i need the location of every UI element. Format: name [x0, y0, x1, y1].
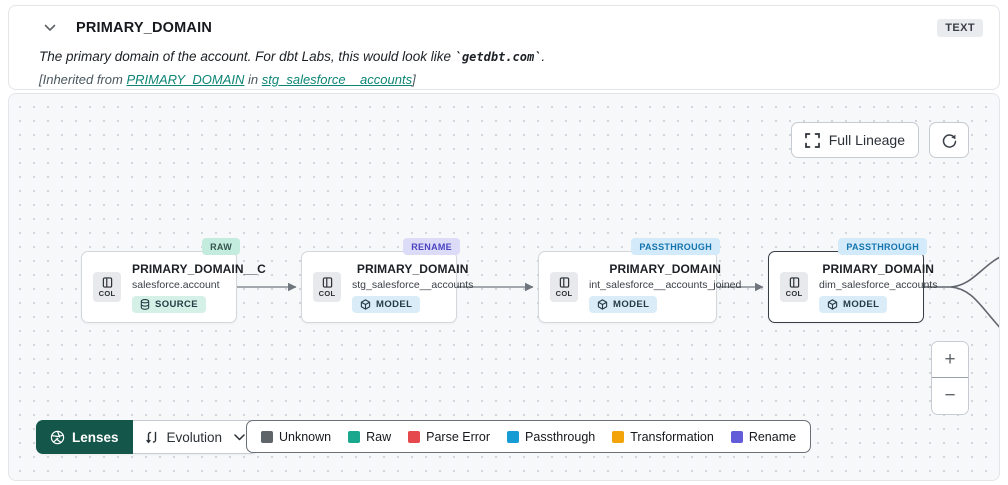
- resource-type-badge: SOURCE: [132, 295, 207, 313]
- canvas-toolbar: Full Lineage: [790, 122, 969, 158]
- column-description: The primary domain of the account. For d…: [39, 49, 983, 64]
- legend-swatch: [730, 430, 743, 443]
- lineage-canvas[interactable]: Full Lineage RAW COL PRIMARY_DOMAIN__C: [8, 93, 1000, 481]
- zoom-in-button[interactable]: +: [932, 342, 968, 378]
- legend-swatch: [612, 430, 625, 443]
- resource-type-label: SOURCE: [155, 298, 199, 310]
- col-chip-label: COL: [318, 288, 336, 298]
- col-chip-label: COL: [785, 288, 803, 298]
- status-badge: RAW: [202, 238, 240, 255]
- col-chip-label: COL: [98, 288, 116, 298]
- description-suffix: .: [541, 49, 546, 64]
- legend-item-parse-error: Parse Error: [408, 430, 490, 444]
- legend-label: Rename: [748, 429, 797, 444]
- legend-label: Passthrough: [525, 429, 596, 444]
- column-header-row: PRIMARY_DOMAIN TEXT: [23, 16, 983, 40]
- inherited-suffix: ]: [412, 72, 416, 87]
- column-details-card: PRIMARY_DOMAIN TEXT The primary domain o…: [8, 5, 1000, 90]
- node-model-name: stg_salesforce__accounts: [352, 278, 474, 291]
- legend-swatch: [348, 430, 361, 443]
- lenses-label: Lenses: [72, 429, 119, 445]
- lineage-node-int-salesforce-accounts-joined[interactable]: PASSTHROUGH COL PRIMARY_DOMAIN int_sales…: [538, 238, 741, 323]
- node-model-name: salesforce.account: [132, 278, 220, 291]
- column-type-badge: TEXT: [937, 19, 983, 37]
- legend-item-transformation: Transformation: [612, 430, 714, 444]
- inherited-from-line: [Inherited from PRIMARY_DOMAIN in stg_sa…: [39, 72, 983, 87]
- resource-type-label: MODEL: [613, 298, 650, 310]
- evolution-icon: [145, 430, 159, 445]
- node-column-name: PRIMARY_DOMAIN__C: [132, 261, 266, 276]
- resource-type-badge: MODEL: [819, 295, 888, 313]
- evolution-legend: Unknown Raw Parse Error Passthrough Tran…: [246, 420, 812, 453]
- inherited-model-link[interactable]: stg_salesforce__accounts: [261, 72, 413, 87]
- legend-item-passthrough: Passthrough: [507, 430, 595, 444]
- lens-controls: Lenses Evolution: [36, 420, 259, 454]
- inherited-column-link[interactable]: PRIMARY_DOMAIN: [126, 72, 245, 87]
- legend-label: Transformation: [630, 429, 714, 444]
- column-icon: [322, 276, 332, 288]
- legend-swatch: [507, 430, 520, 443]
- node-model-name: dim_salesforce_accounts: [819, 278, 938, 291]
- legend-item-rename: Rename: [730, 429, 797, 444]
- model-icon: [827, 298, 838, 310]
- status-badge: RENAME: [403, 238, 460, 255]
- legend-item-raw: Raw: [348, 430, 391, 444]
- lineage-edges: [237, 256, 999, 328]
- column-icon: [559, 276, 569, 288]
- lineage-node-salesforce-account[interactable]: RAW COL PRIMARY_DOMAIN__C salesforce.acc…: [81, 238, 266, 323]
- column-icon: [789, 276, 799, 288]
- full-lineage-label: Full Lineage: [828, 132, 905, 148]
- description-text: The primary domain of the account. For d…: [39, 49, 455, 64]
- model-icon: [360, 298, 371, 310]
- status-badge: PASSTHROUGH: [838, 238, 927, 255]
- lens-dropdown[interactable]: Evolution: [132, 420, 259, 454]
- legend-swatch: [408, 430, 421, 443]
- column-chip: COL: [780, 272, 808, 302]
- collapse-chevron-icon[interactable]: [39, 17, 61, 39]
- node-column-name: PRIMARY_DOMAIN: [609, 261, 721, 276]
- status-badge: PASSTHROUGH: [631, 238, 720, 255]
- node-body: PRIMARY_DOMAIN dim_salesforce_accounts M…: [808, 262, 937, 313]
- source-icon: [140, 298, 150, 310]
- lenses-button[interactable]: Lenses: [36, 420, 133, 454]
- legend-item-unknown: Unknown: [261, 430, 331, 444]
- node-body: PRIMARY_DOMAIN int_salesforce__accounts_…: [578, 262, 741, 313]
- refresh-button[interactable]: [929, 122, 969, 158]
- legend-label: Unknown: [279, 429, 332, 444]
- inherited-middle: in: [244, 72, 262, 87]
- node-body: PRIMARY_DOMAIN__C salesforce.account SOU…: [121, 262, 266, 313]
- refresh-icon: [941, 132, 958, 149]
- lens-aperture-icon: [50, 430, 65, 445]
- column-chip: COL: [93, 272, 121, 302]
- resource-type-badge: MODEL: [352, 295, 421, 313]
- description-code: `getdbt.com`: [454, 50, 542, 64]
- legend-label: Parse Error: [426, 429, 491, 444]
- legend-label: Raw: [366, 429, 392, 444]
- col-chip-label: COL: [555, 288, 573, 298]
- resource-type-badge: MODEL: [589, 295, 658, 313]
- lens-selected-label: Evolution: [166, 429, 223, 445]
- zoom-out-button[interactable]: −: [932, 378, 968, 414]
- column-title: PRIMARY_DOMAIN: [76, 20, 212, 36]
- zoom-controls: + −: [931, 341, 969, 415]
- column-chip: COL: [550, 272, 578, 302]
- expand-icon: [804, 132, 820, 148]
- model-icon: [597, 298, 608, 310]
- inherited-prefix: [Inherited from: [39, 72, 127, 87]
- column-chip: COL: [313, 272, 341, 302]
- node-model-name: int_salesforce__accounts_joined: [589, 278, 742, 291]
- legend-swatch: [261, 430, 273, 443]
- column-icon: [102, 276, 112, 288]
- chevron-down-icon: [234, 433, 245, 441]
- resource-type-label: MODEL: [843, 298, 880, 310]
- lineage-node-stg-salesforce-accounts[interactable]: RENAME COL PRIMARY_DOMAIN stg_salesforce…: [301, 238, 473, 323]
- resource-type-label: MODEL: [376, 298, 413, 310]
- node-column-name: PRIMARY_DOMAIN: [356, 261, 469, 276]
- node-body: PRIMARY_DOMAIN stg_salesforce__accounts …: [341, 262, 473, 313]
- lineage-node-dim-salesforce-accounts[interactable]: PASSTHROUGH COL PRIMARY_DOMAIN dim_sales…: [768, 238, 937, 323]
- node-column-name: PRIMARY_DOMAIN: [822, 261, 935, 276]
- full-lineage-button[interactable]: Full Lineage: [790, 122, 919, 158]
